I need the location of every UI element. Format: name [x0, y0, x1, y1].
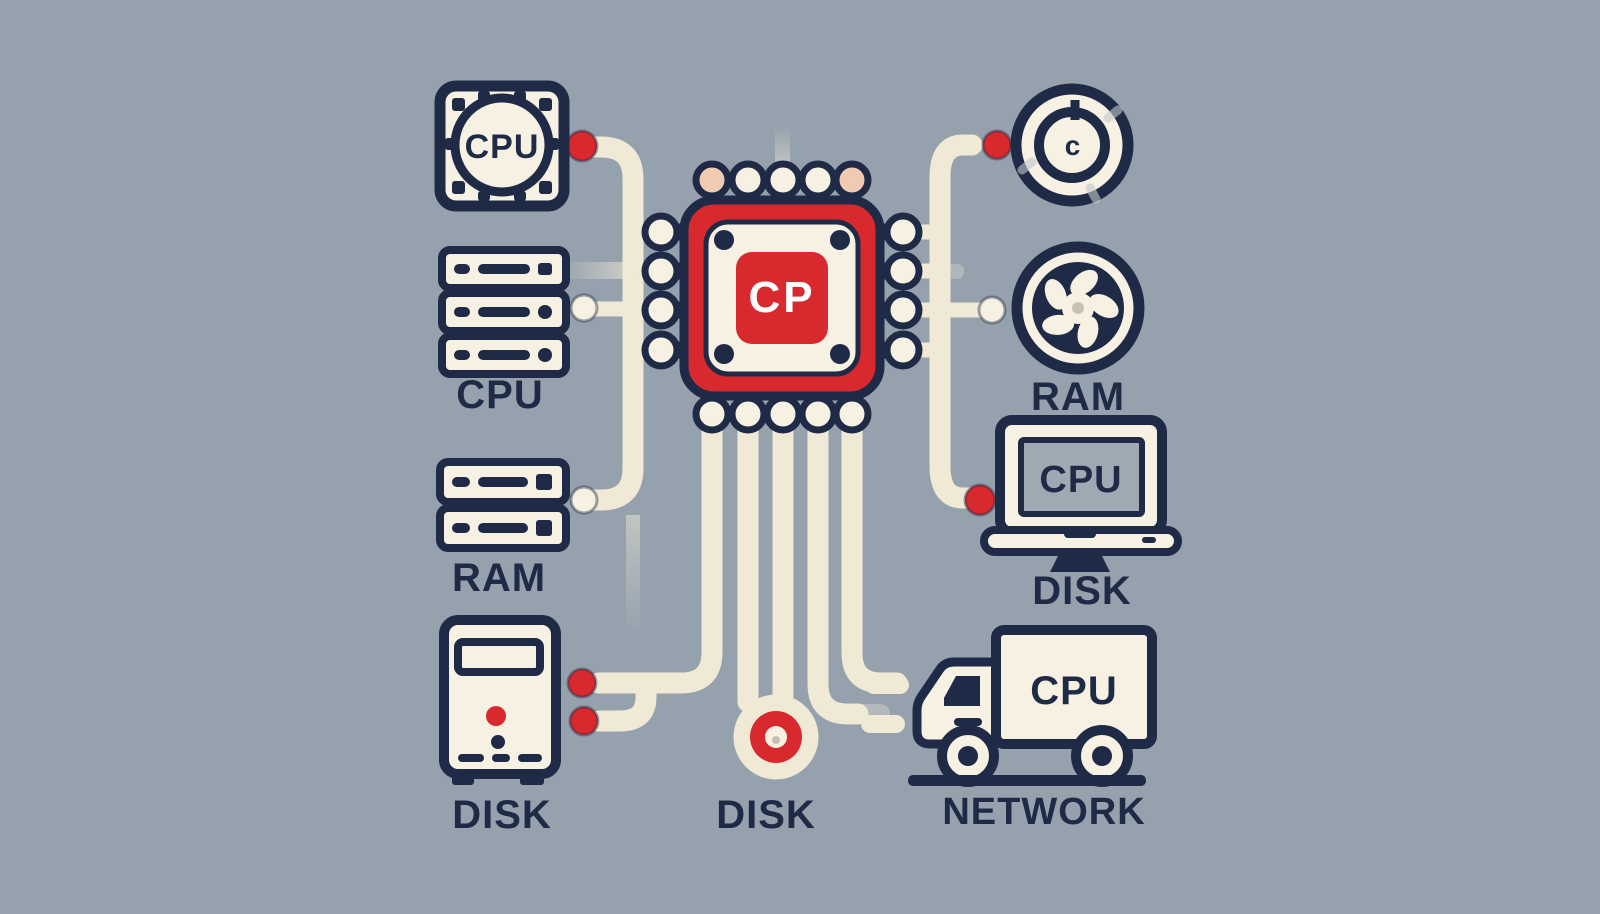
laptop-stand [1050, 552, 1110, 572]
delivery-truck-icon: CPU NETWORK [908, 625, 1157, 833]
chip-pin [728, 394, 768, 434]
chip-pin [728, 160, 768, 200]
connector-dot-cream [569, 485, 599, 515]
fan-caption: RAM [1031, 375, 1125, 419]
disk-port-caption: DISK [716, 793, 816, 837]
optical-disc-icon: c [1010, 83, 1134, 207]
connector-dots [565, 129, 1013, 737]
tower-computer-icon: DISK [439, 615, 561, 837]
chip-pin [883, 330, 923, 370]
chip-label: CP [748, 273, 815, 322]
connector-dot-red [981, 129, 1013, 161]
chip-pin [883, 251, 923, 291]
ram-caption: RAM [452, 556, 546, 600]
disk-port-icon: DISK [716, 694, 819, 837]
connector-dot-red [566, 667, 598, 699]
fan-icon: RAM [1011, 241, 1145, 419]
tower-caption: DISK [452, 793, 552, 837]
connector-dot-cream [977, 295, 1007, 325]
trace-to-tower [588, 417, 723, 694]
chip-pin [798, 160, 838, 200]
connector-dot-red [963, 483, 997, 517]
chip-pin [763, 394, 803, 434]
laptop-caption: DISK [1032, 569, 1132, 613]
trace-tower-hook [588, 677, 657, 732]
disc-center-label: c [1065, 130, 1082, 161]
trace-to-truck-1 [807, 417, 869, 725]
memory-stack-caption: CPU [456, 373, 543, 417]
bus-line-right [929, 134, 983, 509]
chip-pin [641, 330, 681, 370]
connector-dot-red [565, 129, 599, 163]
chip-pin [798, 394, 838, 434]
truck-window [944, 676, 980, 706]
cpu-socket-label: CPU [465, 128, 540, 166]
chip-pin [641, 251, 681, 291]
chip-pin [883, 290, 923, 330]
connector-dot-cream [569, 293, 599, 323]
cpu-socket-icon: CPU [434, 80, 570, 212]
chip-pin [692, 160, 732, 200]
chip-pin [832, 160, 872, 200]
chip-pin [883, 212, 923, 252]
truck-cargo-label: CPU [1030, 669, 1117, 713]
memory-stack-icon: CPU [438, 246, 570, 417]
chip-pin [641, 212, 681, 252]
truck-caption: NETWORK [942, 791, 1145, 833]
laptop-screen-label: CPU [1039, 459, 1122, 501]
chip-pin [641, 290, 681, 330]
connector-dot-red [568, 705, 600, 737]
ram-sticks-icon: RAM [436, 458, 570, 600]
chip-pin [763, 160, 803, 200]
chip-core [736, 252, 828, 344]
cpu-chip-icon: CP [641, 160, 923, 434]
laptop-icon: CPU DISK [980, 415, 1182, 613]
chip-pin [832, 394, 872, 434]
ground-line [908, 775, 1146, 786]
bus-line-left [581, 136, 644, 511]
chip-pin [692, 394, 732, 434]
